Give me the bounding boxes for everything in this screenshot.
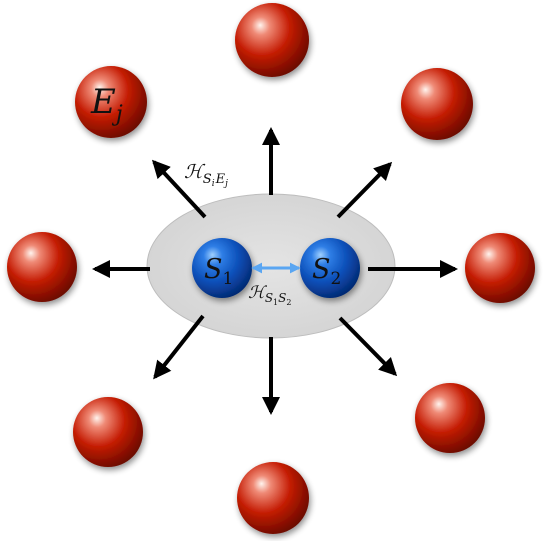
interaction-arrows <box>92 127 458 415</box>
environment-ball-ej <box>75 66 147 138</box>
environment-balls <box>7 3 535 534</box>
environment-ball-right <box>465 233 535 303</box>
environment-ball-bottom-right <box>415 383 485 453</box>
system-ball-s2 <box>300 238 360 298</box>
arrow-down-left <box>153 314 205 380</box>
environment-ball-bottom <box>237 462 309 534</box>
system-ball-s1 <box>192 238 252 298</box>
environment-ball-bottom-left <box>73 397 143 467</box>
coupling-hamiltonian-label: ℋS1S2 <box>248 283 291 307</box>
environment-label: Ej <box>90 82 123 127</box>
arrow-down-right <box>338 316 398 377</box>
system-label-s1: S1 <box>204 254 233 289</box>
system-label-s2: S2 <box>312 254 341 289</box>
environment-ball-left <box>7 232 77 302</box>
interaction-hamiltonian-label: ℋSiEj <box>184 161 228 189</box>
arrow-up-left <box>151 159 207 219</box>
arrow-up-right <box>336 161 393 219</box>
environment-ball-top <box>235 3 309 77</box>
environment-ball-top-right <box>401 68 473 140</box>
